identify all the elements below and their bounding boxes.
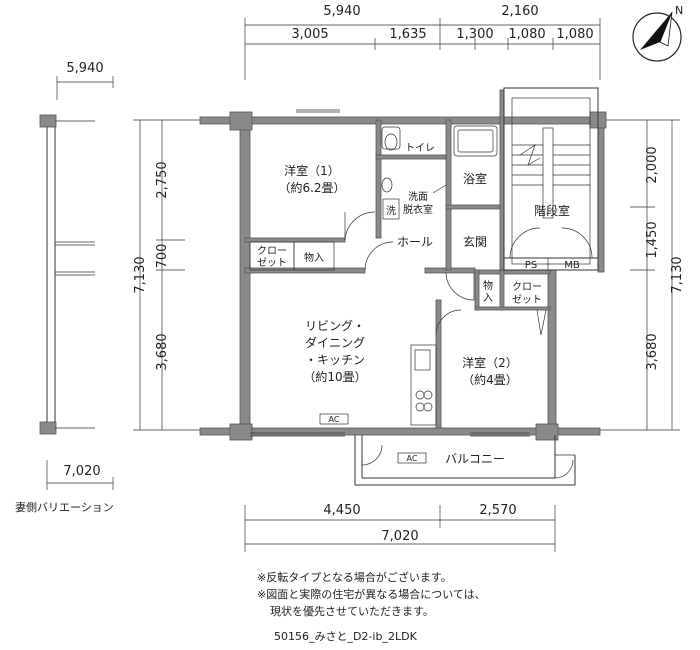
dim-bottom-total: 7,020 [381, 529, 418, 544]
dim-bottom-seg-1: 4,450 [323, 503, 360, 518]
label-mb: MB [564, 260, 580, 271]
label-ac1: AC [329, 415, 340, 424]
label-ldk-2: ダイニング [305, 335, 365, 350]
label-closet1-2: ゼット [257, 257, 287, 269]
label-wash-symbol: 洗 [386, 205, 396, 217]
label-stair: 階段室 [534, 203, 570, 218]
dim-bottom-seg-2: 2,570 [479, 503, 516, 518]
label-closet1-1: クロー [257, 245, 287, 257]
dim-top-seg-1: 3,005 [291, 27, 328, 42]
dim-left-seg-2: 700 [155, 244, 170, 269]
label-bath: 浴室 [463, 171, 487, 186]
north-arrow-icon: N [632, 4, 683, 62]
dim-right-seg-2: 1,450 [645, 221, 660, 258]
hall-entrance: ホール 玄関 [364, 234, 487, 301]
bottom-dimensions: 4,450 2,570 7,020 [244, 503, 556, 552]
label-western2-1: 洋室（2） [462, 355, 518, 370]
storage-closet-2: 物 入 クロー ゼット [483, 279, 547, 336]
svg-text:N: N [675, 4, 683, 17]
right-dimensions: 2,000 1,450 3,680 7,130 [600, 119, 685, 431]
label-ac2: AC [407, 454, 418, 463]
wet-area: トイレ 浴室 洗 洗面 脱衣室 [381, 125, 498, 220]
notes: ※反転タイプとなる場合がございます。 ※図面と実際の住宅が異なる場合については、… [257, 570, 486, 643]
dim-top-total-left: 5,940 [323, 4, 360, 19]
side-variation-label: 妻側バリエーション [15, 501, 114, 514]
ldk: リビング・ ダイニング ・キッチン （約10畳） AC [250, 309, 462, 437]
label-hall: ホール [397, 235, 433, 249]
dim-top-seg-5: 1,080 [556, 27, 593, 42]
plan-code: 50156_みさと_D2-ib_2LDK [274, 630, 418, 643]
side-variation: 5,940 7,020 妻側バリエーション [15, 61, 114, 514]
label-toilet: トイレ [405, 143, 435, 154]
western-room-2: 洋室（2） （約4畳） [462, 355, 530, 437]
label-storage2-2: 入 [483, 293, 493, 304]
dim-top-seg-4: 1,080 [508, 27, 545, 42]
dim-right-seg-3: 3,680 [645, 333, 660, 370]
label-western2-2: （約4畳） [462, 372, 518, 387]
dim-left-seg-1: 2,750 [155, 161, 170, 198]
top-dimensions: 5,940 2,160 3,005 1,635 1,300 1,080 1,08… [244, 4, 601, 80]
note-1: ※反転タイプとなる場合がございます。 [257, 570, 452, 584]
label-ps: PS [525, 260, 537, 271]
note-2: ※図面と実際の住宅が異なる場合については、 [257, 587, 486, 601]
balcony: AC バルコニー [354, 435, 576, 486]
label-storage1: 物入 [304, 251, 324, 264]
label-ldk-3: ・キッチン [305, 353, 365, 367]
dim-top-seg-3: 1,300 [456, 27, 493, 42]
label-washroom-1: 洗面 [408, 191, 428, 203]
dim-top-seg-2: 1,635 [389, 27, 426, 42]
dim-left-seg-3: 3,680 [155, 333, 170, 370]
label-balcony: バルコニー [445, 452, 505, 466]
note-3: 現状を優先させていただきます。 [270, 604, 434, 618]
label-entrance: 玄関 [463, 234, 487, 249]
label-washroom-2: 脱衣室 [403, 203, 433, 216]
label-storage2-1: 物 [483, 279, 493, 292]
dim-side-bottom: 7,020 [63, 464, 100, 479]
dim-top-total-right: 2,160 [501, 4, 538, 19]
dim-side-width: 5,940 [66, 61, 103, 76]
label-closet2-2: ゼット [512, 294, 542, 306]
stair-tower: 階段室 PS MB [503, 87, 599, 271]
label-western1-1: 洋室（1） [284, 163, 340, 178]
label-ldk-4: （約10畳） [303, 369, 366, 384]
label-ldk-1: リビング・ [305, 319, 365, 333]
left-dimensions: 7,130 2,750 700 3,680 [133, 119, 245, 431]
label-western1-2: （約6.2畳） [278, 180, 345, 195]
label-closet2-1: クロー [512, 281, 542, 293]
dim-left-total: 7,130 [133, 256, 148, 293]
dim-right-total: 7,130 [670, 256, 685, 293]
dim-right-seg-1: 2,000 [645, 146, 660, 183]
walls [199, 89, 607, 441]
western-room-1: 洋室（1） （約6.2畳） クロー ゼット 物入 [249, 109, 376, 271]
